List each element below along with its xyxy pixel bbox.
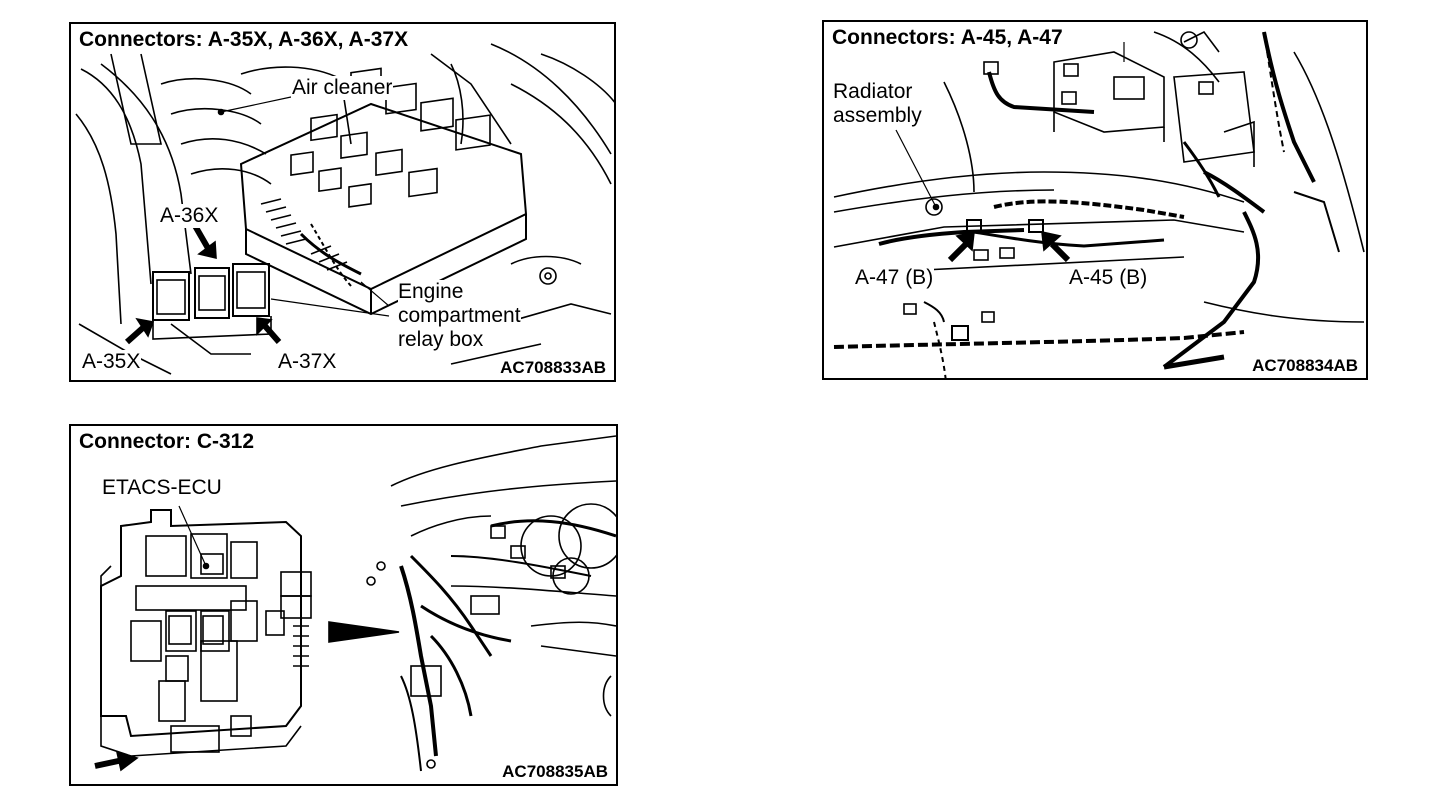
panel-b-title: Connectors: A-45, A-47 [830,26,1065,50]
a37x-label: A-37X [277,350,338,374]
panel-a-title: Connectors: A-35X, A-36X, A-37X [77,28,411,52]
etacs-ecu-illustration [94,435,616,772]
panel-b-figure-code: AC708834AB [1250,356,1360,376]
a47b-label: A-47 (B) [854,266,935,290]
air-cleaner-label: Air cleaner [291,76,394,100]
relay-box-illustration [75,43,614,375]
relay-box-label: Engine compartment relay box [398,280,521,352]
panel-etacs-ecu: Connector: C-312 ETACS-ECU AC708835AB [69,424,618,786]
a35x-label: A-35X [81,350,142,374]
radiator-assembly-label: Radiator assembly [833,80,922,128]
panel-relay-box: Connectors: A-35X, A-36X, A-37X Air clea… [69,22,616,382]
panel-c-figure-code: AC708835AB [500,762,610,782]
radiator-area-illustration [833,30,1365,378]
panel-radiator: Connectors: A-45, A-47 Radiator assembly… [822,20,1368,380]
panel-a-figure-code: AC708833AB [498,358,608,378]
panel-c-title: Connector: C-312 [77,430,257,454]
a36x-label: A-36X [159,204,220,228]
a45b-label: A-45 (B) [1068,266,1149,290]
etacs-ecu-label: ETACS-ECU [101,476,223,500]
